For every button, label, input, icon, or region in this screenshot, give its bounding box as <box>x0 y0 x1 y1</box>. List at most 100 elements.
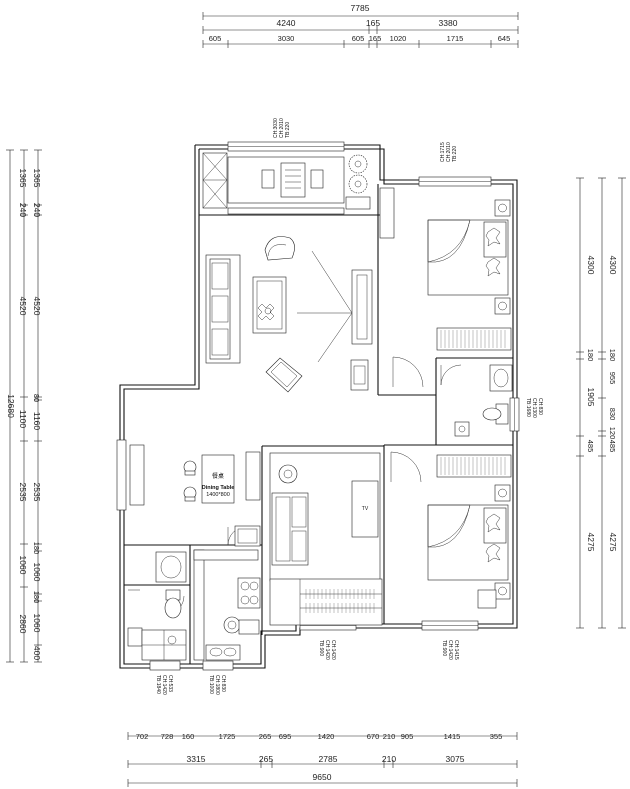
right-dim2-4275: 4275 <box>608 533 618 552</box>
left-dim-4520: 4520 <box>18 297 28 316</box>
dining-area: 餐桌 Dining Table 1400*800 <box>183 451 261 547</box>
left-dim-2860: 2860 <box>18 615 28 634</box>
left-dim2-2535: 2535 <box>32 483 42 502</box>
right-dim-4300: 4300 <box>586 256 596 275</box>
left-dim-1100: 1100 <box>18 410 28 429</box>
bedroom-top-right <box>379 187 512 351</box>
left-dim2-1060b: 1060 <box>32 614 42 633</box>
left-dim2-80: 80 <box>32 394 41 402</box>
bedroom-middle: TV <box>269 452 383 626</box>
left-dim2-1160: 1160 <box>32 412 42 431</box>
bottom-dim-1420: 1420 <box>318 732 335 741</box>
svg-text:CH:1715: CH:1715 <box>440 142 446 162</box>
left-dimensions: 12680 1365 240 4520 1100 2535 1060 2860 … <box>6 149 42 663</box>
right-overall-dim: 11145 <box>628 392 630 415</box>
window-tag-bedroom1-top: CH:1715 CH:2010 TB:220 <box>440 142 458 162</box>
top-dim-1715: 1715 <box>447 34 464 43</box>
right-dim-485: 485 <box>586 440 595 453</box>
bottom-dim-2785: 2785 <box>319 754 338 764</box>
bottom-dim-670: 670 <box>367 732 380 741</box>
top-dim-3030: 3030 <box>278 34 295 43</box>
window-tag-bathroom2-bottom: CH:533 CH:1420 TB:1840 <box>155 675 173 695</box>
bottom-dim-3075: 3075 <box>446 754 465 764</box>
interior-walls <box>124 184 513 664</box>
svg-text:TB:1000: TB:1000 <box>208 675 214 694</box>
bottom-dim-355: 355 <box>490 732 503 741</box>
left-dim-2535: 2535 <box>18 483 28 502</box>
living-room <box>205 236 373 393</box>
svg-text:TB:220: TB:220 <box>452 146 458 162</box>
right-dim2-4300: 4300 <box>608 256 618 275</box>
balcony <box>202 152 371 215</box>
dining-table-cn-label: 餐桌 <box>212 472 224 480</box>
svg-text:TB:900: TB:900 <box>441 640 447 656</box>
left-dim2-240: 240 <box>32 203 42 217</box>
bottom-dim-210b: 210 <box>382 754 396 764</box>
right-dim2-830: 830 <box>608 408 617 421</box>
window-tag-bathroom-right: CH:830 CH:1300 TB:1680 <box>525 398 543 418</box>
right-dim-180: 180 <box>586 349 595 362</box>
bottom-dim-210: 210 <box>383 732 396 741</box>
right-dim-4275: 4275 <box>586 533 596 552</box>
left-dim2-400: 400 <box>32 646 42 660</box>
left-dim2-180b: 180 <box>32 591 41 604</box>
bottom-dim-905: 905 <box>401 732 414 741</box>
right-dim2-485: 485 <box>608 440 617 453</box>
exterior-walls <box>119 144 518 669</box>
svg-text:CH:1420: CH:1420 <box>161 675 167 695</box>
bottom-dim-1415: 1415 <box>444 732 461 741</box>
window-tag-bedroom2-bottom: CH:1415 CH:1420 TB:900 <box>441 640 459 660</box>
window-tag-kitchen-bottom: CH:830 CH:1800 TB:1000 <box>208 675 226 695</box>
bottom-dim-265b: 265 <box>259 754 273 764</box>
top-overall-dim: 7785 <box>351 3 370 13</box>
left-dim-1365: 1365 <box>18 169 28 188</box>
bathroom-right <box>454 364 513 437</box>
left-dim2-180a: 180 <box>32 542 41 555</box>
svg-text:CH:2010: CH:2010 <box>279 118 285 138</box>
dining-table-size-label: 1400*800 <box>206 492 230 498</box>
left-dim2-1060a: 1060 <box>32 563 42 582</box>
top-dim-605b: 605 <box>352 34 365 43</box>
top-dim-645: 645 <box>498 34 511 43</box>
top-dim-605a: 605 <box>209 34 222 43</box>
bottom-dim-695: 695 <box>279 732 292 741</box>
window-tags: CH:3030 CH:2010 TB:220 CH:1715 CH:2010 T… <box>155 118 543 695</box>
right-dim2-180: 180 <box>608 349 617 362</box>
top-dim-1020: 1020 <box>390 34 407 43</box>
bottom-dim-702: 702 <box>136 732 149 741</box>
left-overall-dim: 12680 <box>6 394 16 418</box>
svg-text:TB:900: TB:900 <box>318 640 324 656</box>
top-dim-165b: 165 <box>369 34 382 43</box>
window-tag-balcony-top: CH:3030 CH:2010 TB:220 <box>273 118 291 138</box>
top-dim-4240: 4240 <box>277 18 296 28</box>
svg-text:CH:1415: CH:1415 <box>453 640 459 660</box>
top-dim-165: 165 <box>366 18 380 28</box>
dining-table-label: Dining Table <box>202 485 235 491</box>
left-dim2-4520: 4520 <box>32 297 42 316</box>
windows <box>116 141 520 671</box>
bottom-dim-160: 160 <box>182 732 195 741</box>
svg-text:CH:830: CH:830 <box>537 398 543 415</box>
bottom-dim-3315: 3315 <box>187 754 206 764</box>
bathroom-bottom-left <box>127 551 187 661</box>
bottom-dim-265: 265 <box>259 732 272 741</box>
svg-text:CH:533: CH:533 <box>167 675 173 692</box>
svg-text:TB:220: TB:220 <box>285 122 291 138</box>
svg-text:CH:830: CH:830 <box>220 675 226 692</box>
svg-text:CH:3030: CH:3030 <box>273 118 279 138</box>
svg-text:CH:2010: CH:2010 <box>446 142 452 162</box>
svg-text:CH:1420: CH:1420 <box>330 640 336 660</box>
right-dim-1905: 1905 <box>586 388 596 407</box>
left-dim-1060: 1060 <box>18 556 28 575</box>
bottom-overall-dim: 9650 <box>313 772 332 782</box>
bottom-dim-1725: 1725 <box>219 732 236 741</box>
left-dim2-1365: 1365 <box>32 169 42 188</box>
top-dimensions: 7785 4240 165 3380 605 3030 605 165 1020… <box>202 3 519 48</box>
right-dim2-120: 120 <box>608 427 617 440</box>
svg-text:CH:1420: CH:1420 <box>324 640 330 660</box>
right-dim2-955: 955 <box>608 372 617 385</box>
svg-text:CH:1300: CH:1300 <box>531 398 537 418</box>
window-tag-bedroom3-bottom: CH:1420 CH:1420 TB:900 <box>318 640 336 660</box>
bottom-dimensions: 702 728 160 1725 265 695 1420 670 210 90… <box>127 732 518 787</box>
